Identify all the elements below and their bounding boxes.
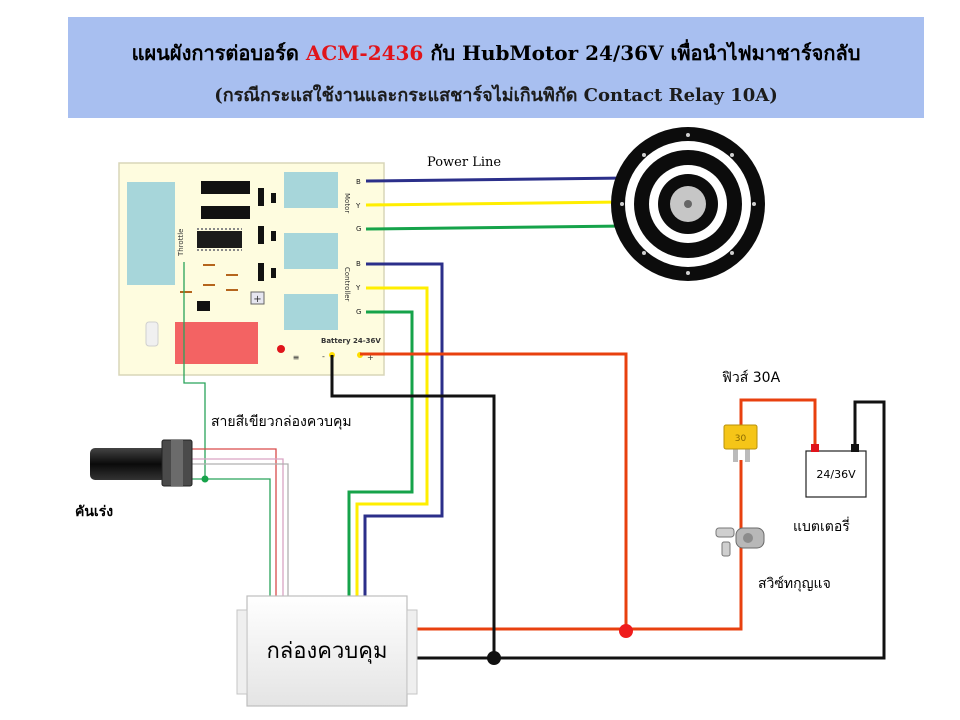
board-mark: ≡ (293, 353, 300, 362)
green-wire-label: สายสีเขียวกล่องควบคุม (211, 414, 352, 430)
wire-motor-green (365, 224, 627, 231)
title-banner: แผนผังการต่อบอร์ด ACM-2436 กับ HubMotor … (68, 17, 924, 118)
throttle-label-th: คันเร่ง (75, 504, 113, 520)
transistors (258, 188, 276, 281)
battery-label-th: แบตเตอรี่ (793, 517, 850, 535)
capacitor (145, 321, 159, 347)
chip-2 (201, 206, 250, 219)
throttle-label: Throttle (177, 229, 185, 257)
title-model: ACM-2436 (305, 41, 424, 65)
motor-pin-b: B (356, 178, 361, 186)
board-pad-3 (284, 294, 338, 330)
motor-pin-y: Y (355, 202, 361, 210)
wire-red-box (412, 460, 743, 631)
board-pad-1 (284, 172, 338, 208)
battery: 24/36V (805, 444, 867, 498)
wire-red-plus (360, 352, 628, 631)
controller-board: + ≡ Throttle Motor Controller B Y G B Y … (118, 162, 385, 376)
resistors (180, 264, 238, 293)
wire-throttle-green (183, 262, 206, 479)
wire-black-box (414, 400, 886, 660)
throttle-wires (183, 262, 289, 596)
relay-block (175, 322, 258, 364)
controller-box-label: กล่องควบคุม (266, 639, 387, 664)
motor-pin-g: G (356, 225, 361, 233)
battery-plus: + (367, 353, 374, 362)
battery-voltage: 24/36V (816, 468, 856, 481)
controller-box: กล่องควบคุม (236, 595, 418, 707)
svg-text:+: + (253, 294, 261, 305)
key-switch-label: สวิซ์ทกุญแจ (758, 575, 831, 592)
ic-chip (197, 228, 242, 251)
plus-button (250, 291, 265, 305)
power-line-label: Power Line (427, 155, 501, 170)
junction-red (619, 624, 633, 638)
wire-throttle-red (190, 448, 277, 596)
battery-label: Battery 24-36V (321, 337, 381, 345)
key-switch (715, 527, 765, 557)
battery-minus: - (322, 352, 325, 361)
wire-ctrl-yellow (355, 286, 429, 596)
subtitle: (กรณีกระแสใช้งานและกระแสชาร์จไม่เกินพิกั… (214, 85, 778, 106)
motor-label: Motor (343, 193, 351, 213)
throttle-grip (90, 439, 193, 487)
wire-ctrl-green (347, 310, 414, 596)
svg-text:30: 30 (735, 434, 747, 444)
wire-throttle-pink (190, 458, 284, 596)
wire-ctrl-blue (363, 262, 444, 596)
board-pad-2 (284, 233, 338, 269)
wire-black-minus (330, 355, 496, 658)
wire-motor-yellow (365, 200, 623, 207)
fuse: 30 (723, 424, 758, 462)
chip-1 (201, 181, 250, 194)
battery-lines (330, 352, 886, 660)
motor-power-lines (365, 176, 629, 231)
wire-red-fuse (739, 398, 817, 444)
wire-motor-blue (365, 176, 629, 183)
wire-throttle-signal (190, 478, 271, 596)
wire-throttle-gray (190, 463, 289, 596)
led (277, 345, 285, 353)
fuse-label: ฟิวส์ 30A (722, 369, 781, 386)
hub-motor (611, 127, 765, 281)
controller-lines (347, 262, 444, 596)
title: แผนผังการต่อบอร์ด ACM-2436 กับ HubMotor … (131, 41, 861, 65)
controller-label: Controller (343, 267, 351, 302)
junction-green (201, 475, 209, 483)
ctrl-pin-y: Y (355, 284, 361, 292)
ctrl-pin-g: G (356, 308, 361, 316)
junction-black (487, 651, 501, 665)
diode (197, 301, 210, 311)
ctrl-pin-b: B (356, 260, 361, 268)
board-pad-left (127, 182, 175, 285)
